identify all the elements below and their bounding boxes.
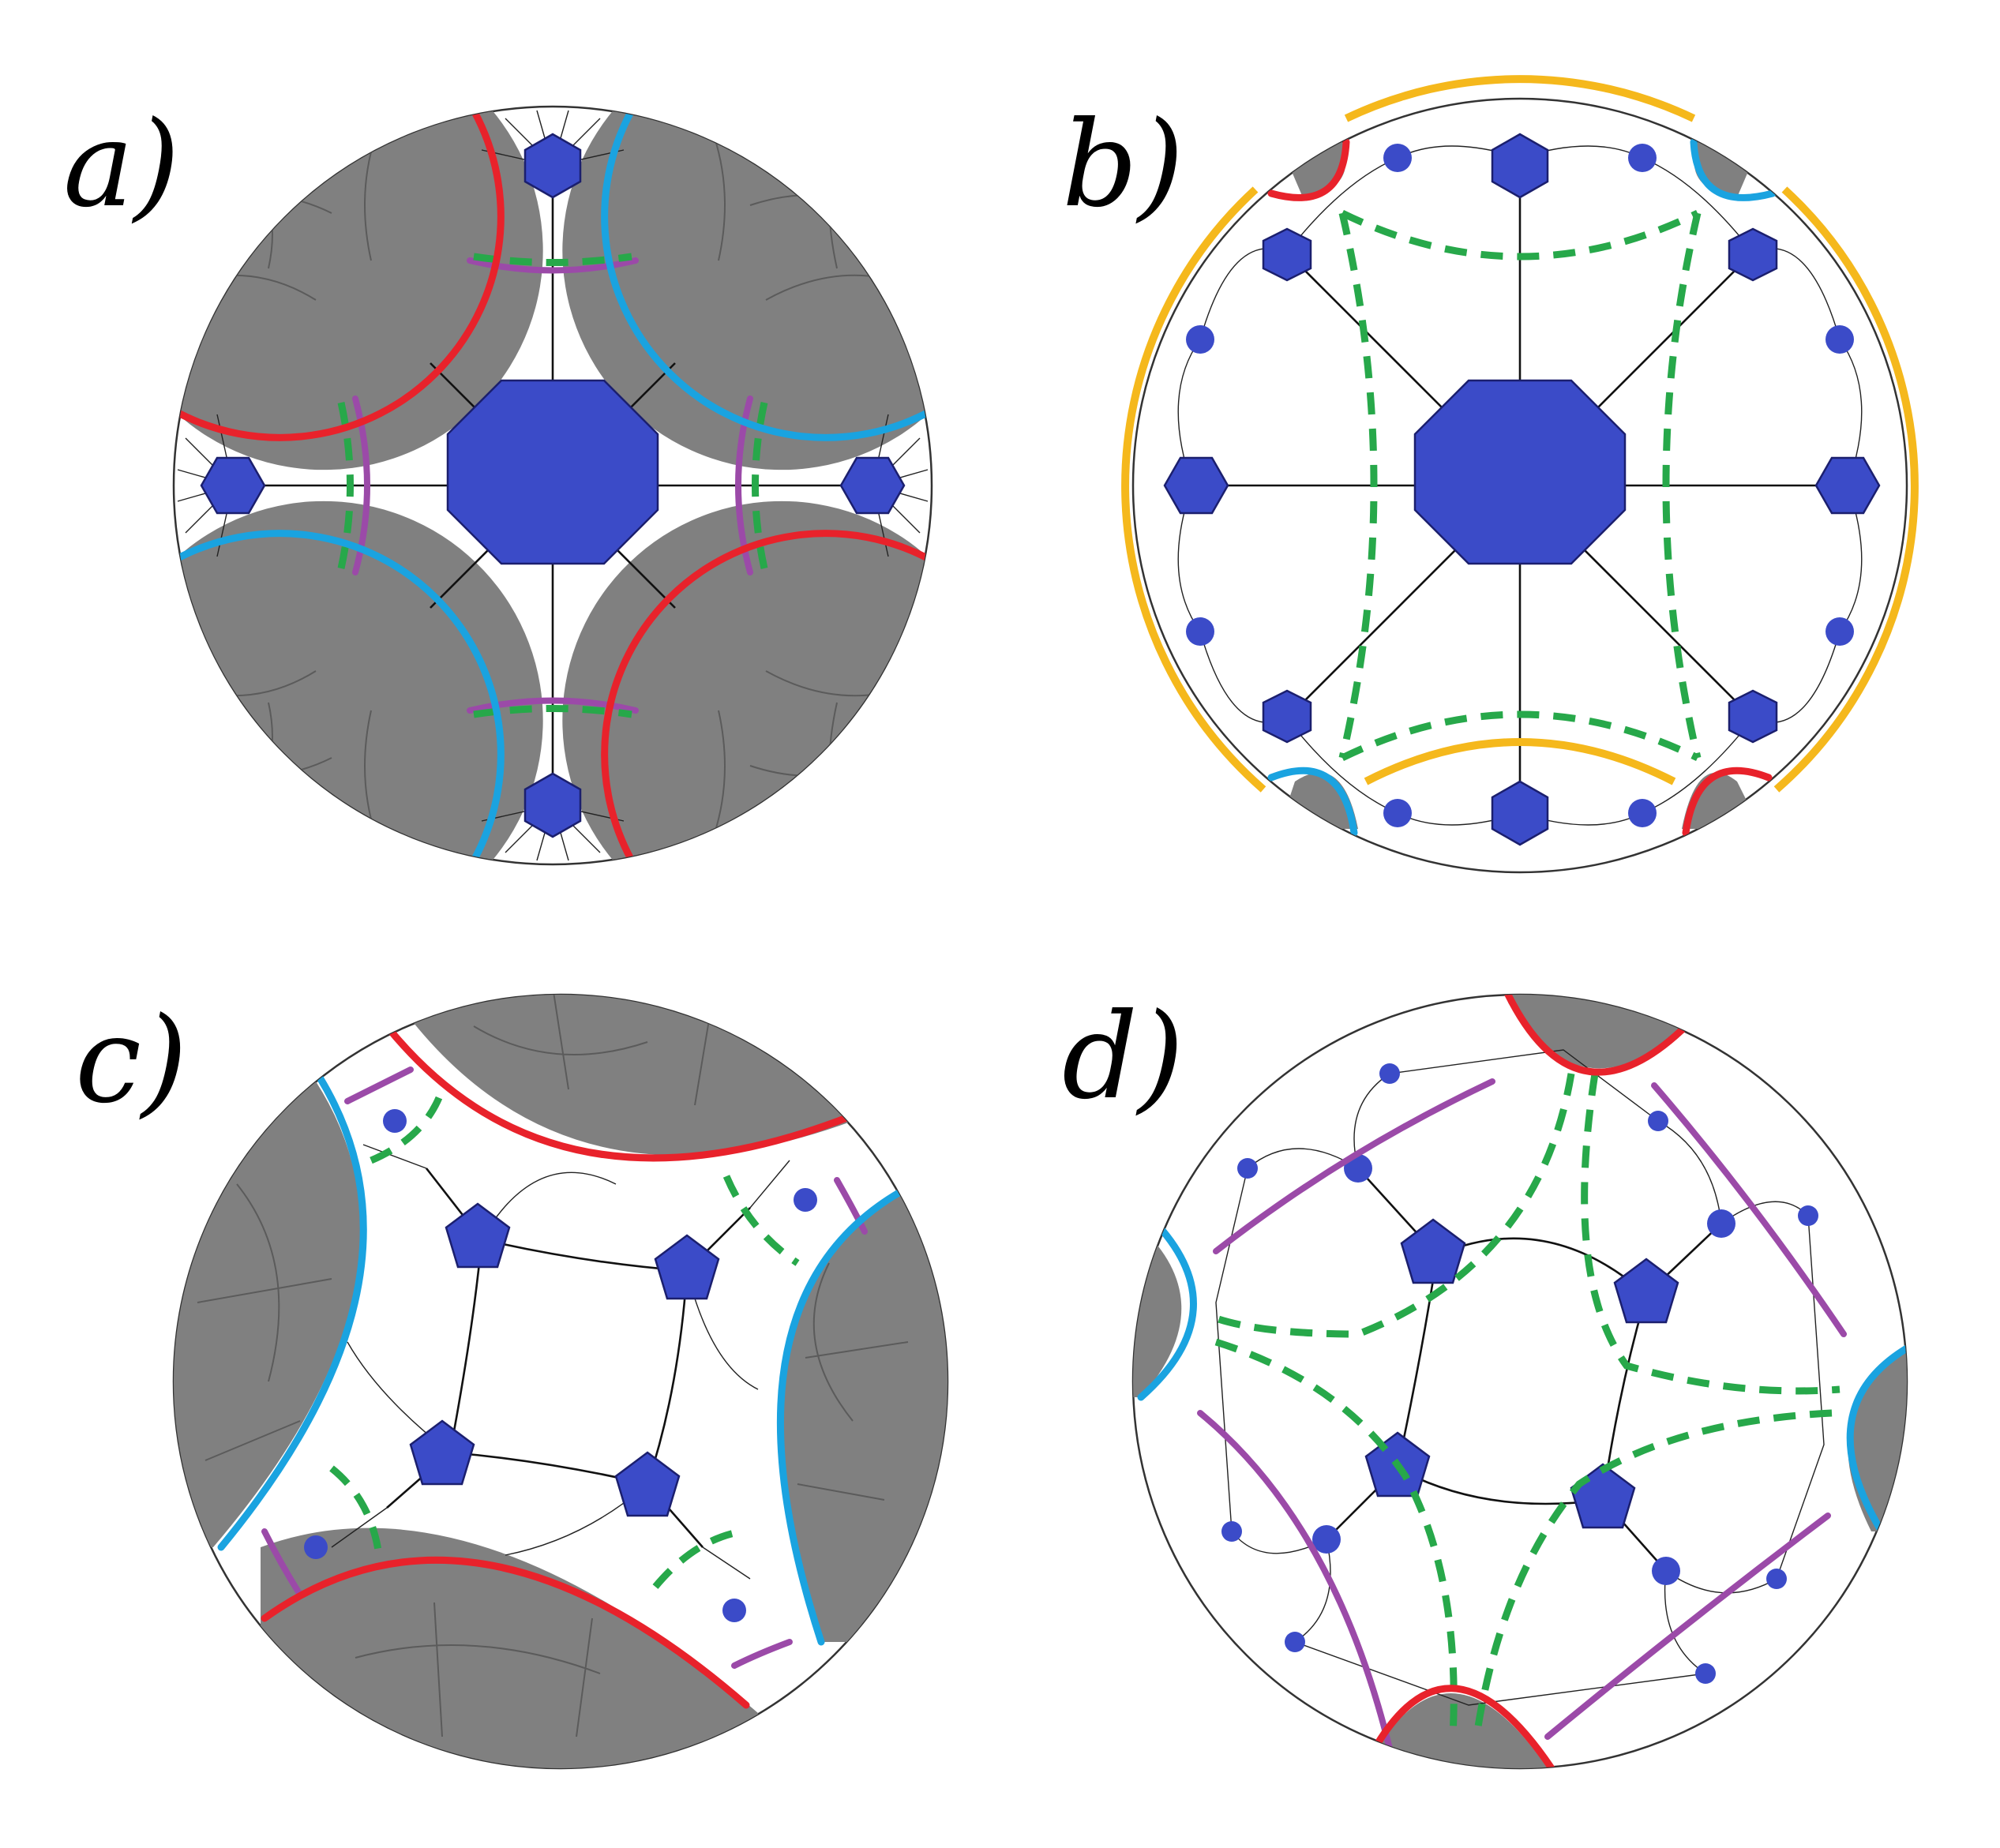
- panel-d: d): [1062, 988, 1908, 1770]
- vertex-c-lr: [614, 1451, 681, 1517]
- vertex-d-1: [1400, 1218, 1466, 1284]
- central-octagon-b: [1413, 379, 1627, 565]
- vertex-b-small-1: [1186, 325, 1214, 354]
- panel-b: b): [1062, 75, 1919, 874]
- vertex-d-2: [1613, 1258, 1679, 1324]
- central-octagon-a: [446, 379, 659, 565]
- green-cuts-b: [1338, 209, 1702, 762]
- vertex-d-small-10: [1648, 1111, 1668, 1131]
- panel-a-label: a): [63, 96, 180, 234]
- green-cuts-c: [329, 1088, 800, 1589]
- vertex-b-ul: [1262, 227, 1312, 282]
- vertex-b-small-4: [1826, 617, 1854, 646]
- vertex-b-small-5: [1383, 144, 1412, 172]
- vertex-a-bottom: [523, 772, 582, 838]
- vertices-d: [1221, 1063, 1818, 1684]
- vertex-a-top: [523, 133, 582, 199]
- vertex-a-left: [200, 456, 266, 515]
- panel-c: c): [75, 992, 949, 1770]
- panel-d-label: d): [1062, 988, 1184, 1126]
- vertex-b-ll: [1262, 689, 1312, 744]
- gray-cell-texture-c: [197, 995, 909, 1737]
- vertex-c-small-3: [304, 1535, 328, 1559]
- panel-c-label: c): [75, 992, 188, 1130]
- vertex-d-small-6: [1798, 1205, 1818, 1226]
- vertex-d-small-12: [1695, 1663, 1716, 1684]
- vertex-b-bottom: [1491, 780, 1549, 846]
- vertex-b-small-7: [1383, 799, 1412, 827]
- vertex-c-small-2: [794, 1188, 817, 1212]
- boundary-arcs-d: [1137, 995, 1907, 1768]
- vertex-d-small-11: [1285, 1632, 1305, 1652]
- vertex-c-ul: [445, 1202, 511, 1269]
- purple-geodesics-c: [261, 1066, 868, 1669]
- vertex-b-top: [1491, 133, 1549, 199]
- vertices-a: [200, 133, 906, 838]
- vertex-c-ll: [409, 1419, 475, 1486]
- outer-intervals-b: [1121, 75, 1919, 793]
- green-cuts-d: [1214, 1073, 1841, 1737]
- vertex-d-small-4: [1652, 1557, 1680, 1585]
- vertex-b-small-8: [1628, 799, 1657, 827]
- vertex-d-small-9: [1379, 1063, 1400, 1084]
- vertex-b-right: [1814, 456, 1881, 515]
- vertex-b-small-2: [1186, 617, 1214, 646]
- vertex-d-small-5: [1237, 1158, 1258, 1179]
- vertex-d-small-2: [1707, 1209, 1735, 1238]
- purple-geodesics-d: [1197, 1078, 1847, 1752]
- vertices-c: [304, 1109, 817, 1622]
- boundary-arcs-b: [1267, 138, 1777, 837]
- vertex-b-small-6: [1628, 144, 1657, 172]
- boundary-arcs-c: [217, 1022, 904, 1709]
- panel-b-label: b): [1062, 96, 1184, 234]
- vertex-c-ur: [654, 1234, 720, 1300]
- vertex-b-ur: [1728, 227, 1778, 282]
- boundary-arcs-a: [174, 107, 932, 864]
- vertex-d-small-8: [1766, 1569, 1787, 1589]
- vertex-b-lr: [1728, 689, 1778, 744]
- vertex-c-small-1: [383, 1109, 407, 1133]
- poincare-disk-d: [1131, 993, 1908, 1770]
- vertex-b-small-3: [1826, 325, 1854, 354]
- vertex-a-right: [839, 456, 906, 515]
- panel-a: a): [63, 96, 933, 866]
- vertex-d-small-7: [1221, 1521, 1242, 1542]
- vertex-d-small-3: [1312, 1525, 1341, 1554]
- vertices-b: [1163, 133, 1881, 846]
- green-cuts-a: [337, 253, 768, 718]
- vertex-b-left: [1163, 456, 1229, 515]
- vertex-c-small-4: [722, 1599, 746, 1622]
